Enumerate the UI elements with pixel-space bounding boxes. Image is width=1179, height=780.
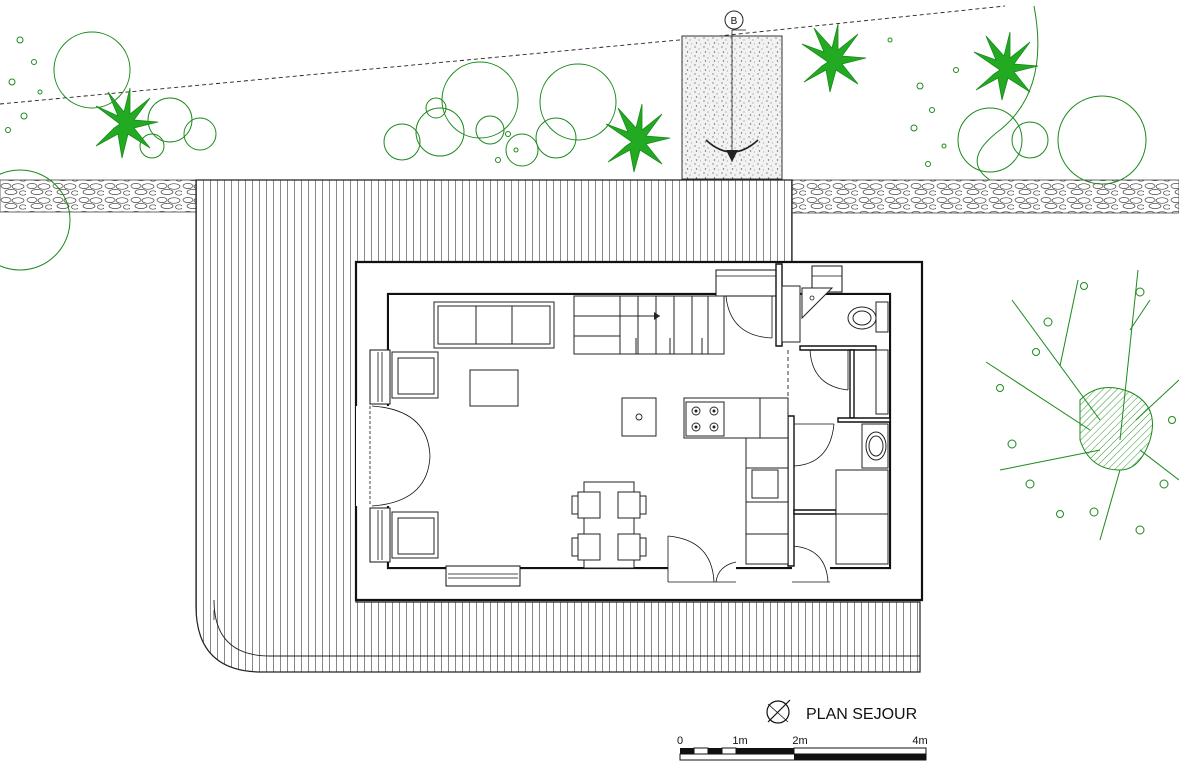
partition-wc-bottom	[799, 345, 877, 351]
scale-bar	[679, 747, 927, 761]
wc-door-swing	[809, 349, 849, 391]
coffee-table	[469, 369, 519, 407]
tree-canopy-right	[957, 5, 1147, 185]
wc-cabinet	[781, 285, 801, 343]
arrow-head	[726, 150, 738, 162]
toilet	[847, 301, 889, 333]
scale-label-2m: 2m	[792, 735, 807, 747]
tree-star-3	[801, 23, 867, 93]
sofa	[433, 301, 555, 349]
bath-door-swing	[793, 423, 835, 467]
tree-star-4	[973, 31, 1039, 101]
tree-star-2	[605, 103, 671, 173]
washbasin	[861, 423, 889, 469]
bathroom-door-swing	[791, 545, 829, 583]
partition-bath-h	[837, 417, 891, 423]
cooktop	[685, 401, 725, 437]
shrub-scatter-left	[5, 36, 519, 163]
scale-label-1m: 1m	[732, 735, 747, 747]
partition-kitchen	[787, 415, 795, 567]
large-tree-right	[985, 269, 1179, 541]
bath-cabinet-lower	[835, 513, 889, 565]
bottom-door-opening	[668, 566, 736, 588]
left-door-swing-bottom	[371, 455, 431, 507]
site-boundary-line	[0, 5, 1006, 105]
window-bottom-left	[445, 565, 521, 587]
armchair-bottom	[391, 511, 439, 559]
dining-table	[571, 481, 647, 569]
partition-wc	[775, 263, 783, 347]
bottom-door-swing-2	[715, 561, 737, 583]
bath-cabinet	[835, 469, 889, 515]
bottom-door-swing	[667, 535, 715, 583]
tree-canopy-left	[0, 31, 617, 271]
deck-inner-edge	[213, 599, 920, 657]
north-marker-circle	[724, 10, 744, 30]
stone-wall-right	[791, 179, 1179, 214]
shrub-scatter-right	[887, 37, 959, 167]
partition-bath-lower	[793, 509, 837, 515]
window-left-bottom	[369, 507, 391, 563]
scale-label-0: 0	[677, 735, 683, 747]
kitchen-island	[621, 397, 657, 437]
wc-shelf	[875, 349, 889, 415]
scale-label-4m: 4m	[912, 735, 927, 747]
plan-title-symbol	[766, 699, 791, 724]
kitchen-counter	[683, 397, 789, 565]
top-door-opening	[715, 269, 777, 297]
stone-wall-left	[0, 179, 197, 213]
staircase	[573, 295, 725, 355]
armchair-top	[391, 351, 439, 399]
partition-bath	[849, 349, 855, 419]
left-door-opening	[356, 406, 390, 506]
top-door-swing	[725, 295, 773, 339]
bathroom-door-opening	[792, 566, 830, 588]
window-left-top	[369, 349, 391, 405]
left-door-swing-top	[371, 405, 431, 457]
corner-sink	[801, 287, 834, 320]
north-marker-letter: B	[731, 16, 738, 27]
plan-title: PLAN SEJOUR	[806, 706, 917, 723]
tree-star-1	[95, 87, 159, 159]
